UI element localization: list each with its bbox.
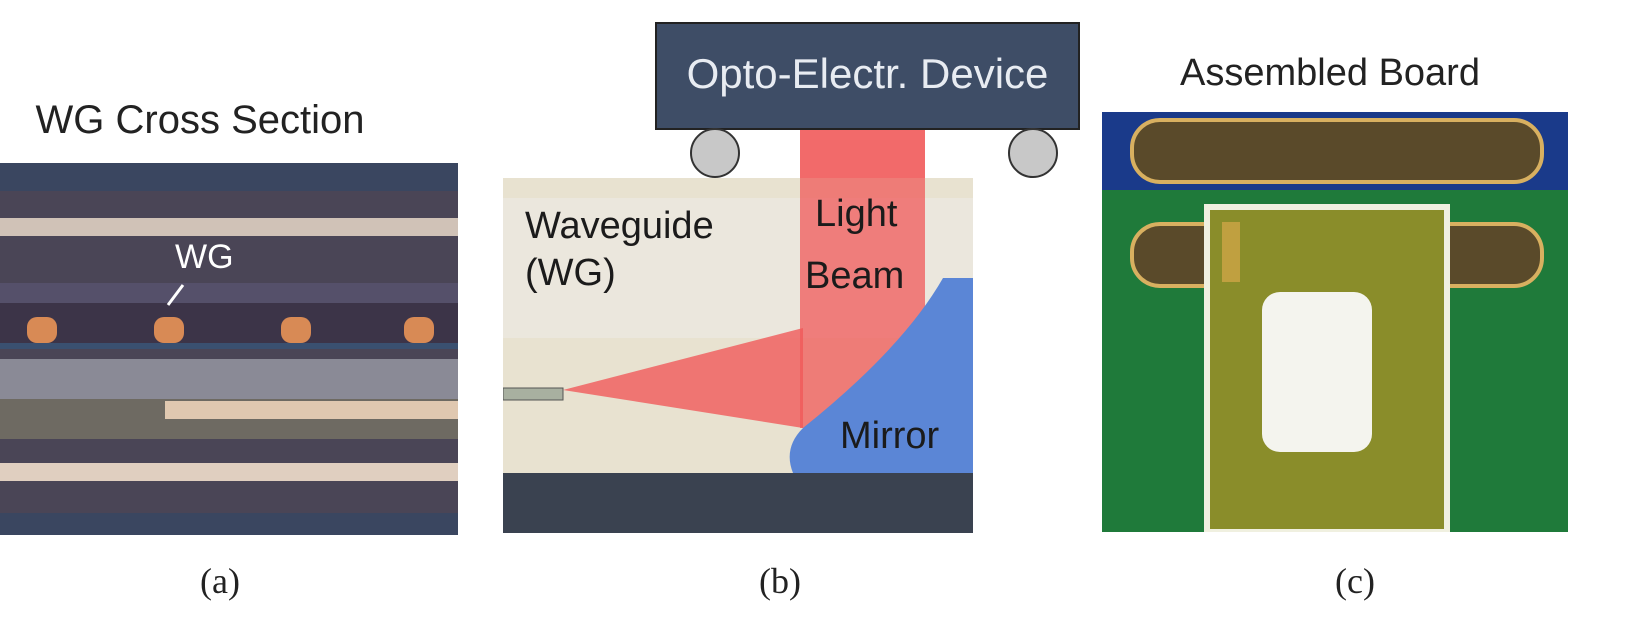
caption-b: (b)	[759, 561, 801, 601]
beam-label: Beam	[805, 255, 905, 297]
wg-cross-section-image	[0, 163, 458, 535]
light-label: Light	[815, 193, 898, 235]
solder-ball-right	[1008, 128, 1058, 178]
caption-c: (c)	[1335, 561, 1375, 601]
light-beam-top	[800, 130, 925, 178]
waveguide-mirror-image	[503, 178, 973, 533]
opto-electrical-device	[655, 22, 1080, 130]
solder-ball-left	[690, 128, 740, 178]
panel-c-title: Assembled Board	[1180, 52, 1480, 94]
waveguide-label: Waveguide	[525, 205, 714, 247]
wg-label: WG	[175, 238, 234, 276]
device-label: Opto-Electr. Device	[686, 50, 1049, 97]
mirror-label: Mirror	[840, 415, 940, 457]
caption-a: (a)	[200, 561, 240, 601]
waveguide-abbrev-label: (WG)	[525, 252, 616, 294]
assembled-board-image	[1102, 112, 1568, 532]
panel-a-title: WG Cross Section	[35, 98, 365, 142]
